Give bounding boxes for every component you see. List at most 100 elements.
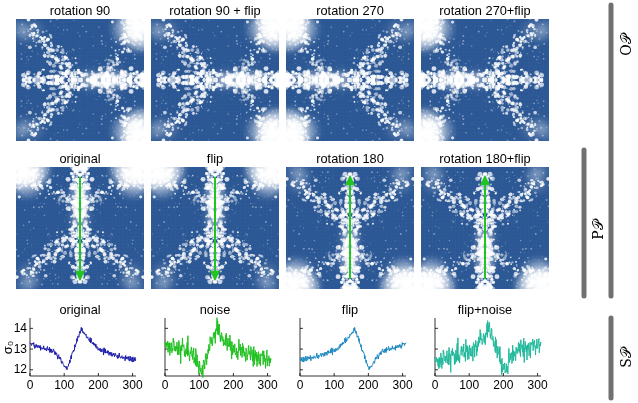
direction-arrow <box>214 177 216 279</box>
signal-line <box>435 321 541 375</box>
tick-mark <box>334 373 335 376</box>
panel-title: rotation 270+flip <box>421 3 549 18</box>
plot-axis <box>300 318 406 376</box>
tick-label: 200 <box>493 379 513 392</box>
image-panel: rotation 270+flip <box>421 3 549 141</box>
image-panel: rotation 270 <box>286 3 414 141</box>
plot-panel: original <box>16 302 144 376</box>
tick-label: 0 <box>432 379 439 392</box>
tick-label: 100 <box>459 379 479 392</box>
tick-mark <box>503 373 504 376</box>
tick-mark <box>300 328 303 329</box>
image-panels <box>0 0 586 304</box>
panel-title: noise <box>151 302 279 317</box>
panel-title: original <box>16 151 144 166</box>
tick-mark <box>435 328 438 329</box>
tick-mark <box>132 373 133 376</box>
satellite-image <box>421 19 549 141</box>
group-bracket <box>582 150 587 296</box>
tick-label: 0 <box>297 379 304 392</box>
tick-mark <box>30 349 33 350</box>
axis-label: σ₀ <box>1 340 14 353</box>
signal-line <box>165 318 271 378</box>
tick-label: 300 <box>528 379 548 392</box>
tick-mark <box>98 373 99 376</box>
illustration-part <box>421 167 549 289</box>
tick-mark <box>435 369 438 370</box>
tick-label: 0 <box>27 379 34 392</box>
group-bracket <box>609 5 614 296</box>
illustration-part <box>286 19 414 141</box>
panel-title: flip <box>286 302 414 317</box>
tick-mark <box>537 373 538 376</box>
illustration-part <box>151 167 279 289</box>
tick-label: 300 <box>258 379 278 392</box>
tick-mark <box>435 349 438 350</box>
tick-mark <box>165 373 166 376</box>
panel-title: flip <box>151 151 279 166</box>
illustration-part <box>286 167 414 289</box>
tick-mark <box>300 369 303 370</box>
tick-label: 300 <box>123 379 143 392</box>
satellite-image <box>16 19 144 141</box>
panel-title: rotation 180+flip <box>421 151 549 166</box>
satellite-image <box>151 19 279 141</box>
satellite-image <box>286 167 414 289</box>
tick-mark <box>402 373 403 376</box>
tick-mark <box>30 373 31 376</box>
tick-mark <box>469 373 470 376</box>
tick-mark <box>368 373 369 376</box>
tick-mark <box>435 373 436 376</box>
signal-plot <box>30 318 136 376</box>
direction-arrow <box>484 177 486 279</box>
illustration-part <box>16 167 144 289</box>
signal-line <box>300 327 406 369</box>
image-panel: rotation 90 <box>16 3 144 141</box>
signal-plot <box>165 318 271 378</box>
plot-panel: flip+noise <box>421 302 549 376</box>
panel-title: rotation 90 + flip <box>151 3 279 18</box>
image-panel: flip <box>151 151 279 289</box>
satellite-image <box>286 19 414 141</box>
panel-title: original <box>16 302 144 317</box>
panel-title: rotation 270 <box>286 3 414 18</box>
tick-mark <box>165 328 168 329</box>
tick-mark <box>233 373 234 376</box>
panel-title: rotation 90 <box>16 3 144 18</box>
group-label: S𝒫 <box>618 348 634 368</box>
image-panel: rotation 90 + flip <box>151 3 279 141</box>
tick-mark <box>300 373 301 376</box>
image-panel: rotation 180 <box>286 151 414 289</box>
image-panel: original <box>16 151 144 289</box>
tick-mark <box>30 369 33 370</box>
image-panel: rotation 180+flip <box>421 151 549 289</box>
tick-label: 200 <box>358 379 378 392</box>
plot-axis <box>435 318 541 376</box>
signal-line <box>30 327 136 369</box>
tick-label: 100 <box>324 379 344 392</box>
satellite-image <box>421 167 549 289</box>
satellite-image <box>16 167 144 289</box>
tick-label: 13 <box>14 343 27 356</box>
direction-arrow <box>79 177 81 279</box>
plot-panel: noise <box>151 302 279 376</box>
tick-label: 12 <box>14 363 27 376</box>
tick-mark <box>300 349 303 350</box>
illustration-part <box>421 19 549 141</box>
signal-plot <box>300 318 406 376</box>
panel-title: flip+noise <box>421 302 549 317</box>
panel-title: rotation 180 <box>286 151 414 166</box>
illustration-part <box>151 19 279 141</box>
plot-axis <box>30 318 136 376</box>
direction-arrow <box>349 177 351 279</box>
tick-label: 200 <box>223 379 243 392</box>
tick-label: 14 <box>14 322 27 335</box>
signal-plot <box>435 318 541 376</box>
tick-label: 0 <box>162 379 169 392</box>
tick-label: 300 <box>393 379 413 392</box>
tick-label: 200 <box>88 379 108 392</box>
tick-mark <box>267 373 268 376</box>
group-label: O𝒫 <box>618 34 634 55</box>
tick-label: 100 <box>54 379 74 392</box>
